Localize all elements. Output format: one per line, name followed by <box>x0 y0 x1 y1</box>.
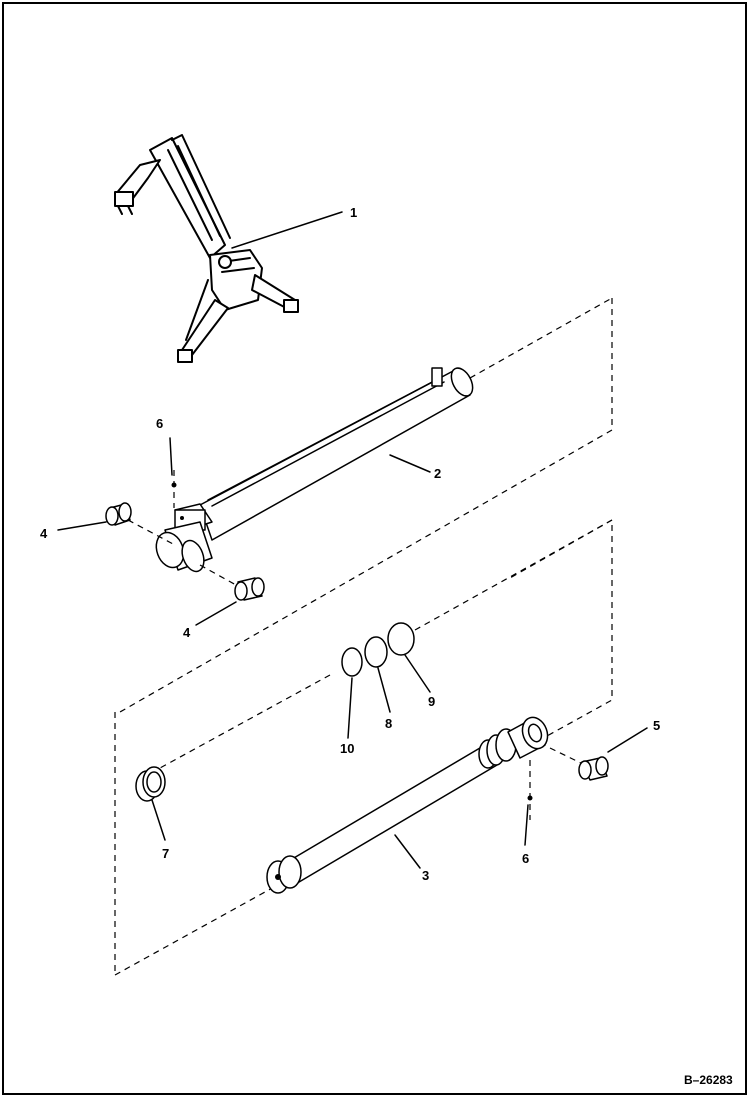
wiper-seal-drawing <box>135 766 166 802</box>
callout-6-rod: 6 <box>522 851 529 866</box>
callout-4-lower: 4 <box>183 625 191 640</box>
callout-4-upper: 4 <box>40 526 48 541</box>
seal-rings-drawing <box>159 519 613 769</box>
callout-8: 8 <box>385 716 392 731</box>
callout-9: 9 <box>428 694 435 709</box>
bushing-lower-drawing <box>234 577 265 601</box>
callout-labels: 1 2 3 4 4 5 6 6 7 8 9 10 <box>40 205 660 883</box>
bushing-upper-drawing <box>105 502 132 526</box>
callout-2: 2 <box>434 466 441 481</box>
callout-5: 5 <box>653 718 660 733</box>
callout-10: 10 <box>340 741 354 756</box>
figure-code: B–26283 <box>684 1073 733 1087</box>
leader-lines <box>57 211 648 869</box>
callout-1: 1 <box>350 205 357 220</box>
backhoe-assembly-drawing <box>114 134 299 363</box>
bushing-rod-eye-drawing <box>578 756 609 781</box>
callout-3: 3 <box>422 868 429 883</box>
callout-7: 7 <box>162 846 169 861</box>
callout-6-barrel: 6 <box>156 416 163 431</box>
cylinder-rod-drawing <box>266 716 586 894</box>
